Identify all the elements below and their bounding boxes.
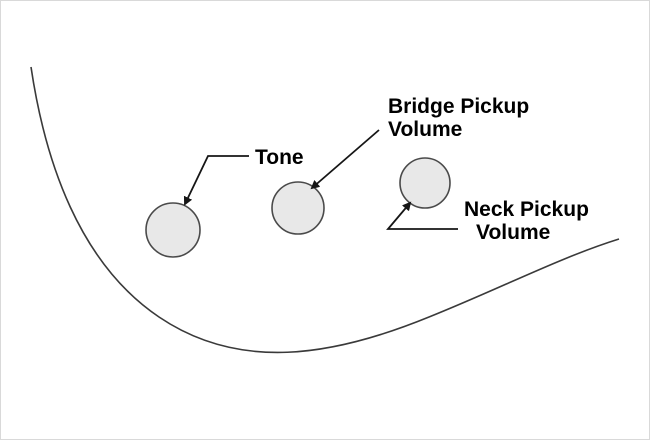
neck-pickup-volume-label-line1: Neck Pickup <box>464 198 589 221</box>
tone-knob <box>145 202 201 258</box>
bridge-volume-leader-arrow <box>310 129 380 190</box>
bridge-pickup-volume-label-line2: Volume <box>388 118 462 141</box>
neck-pickup-volume-label-line2: Volume <box>476 221 550 244</box>
bridge-pickup-volume-knob <box>271 181 325 235</box>
neck-pickup-volume-knob <box>399 157 451 209</box>
tone-label: Tone <box>255 146 304 169</box>
tone-leader-arrow <box>183 155 249 206</box>
guitar-body-outline <box>30 66 620 354</box>
bridge-pickup-volume-label-line1: Bridge Pickup <box>388 95 529 118</box>
neck-volume-leader-arrow <box>386 201 458 230</box>
